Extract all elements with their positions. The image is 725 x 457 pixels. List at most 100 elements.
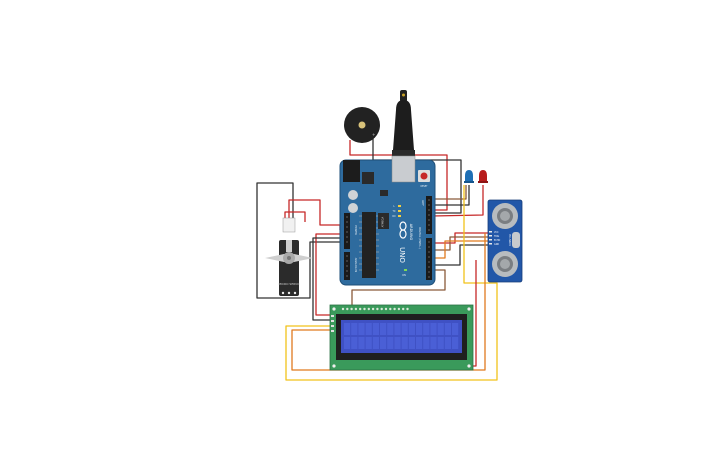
micro-servo[interactable]: MICRO SERVO [265, 217, 313, 296]
lcd-char-cell [372, 337, 379, 349]
lcd-char-cell [365, 323, 372, 335]
lcd-char-cell [344, 337, 351, 349]
analog-label: ANALOG IN [354, 258, 358, 272]
lcd-char-cell [394, 323, 401, 335]
lcd-char-cell [416, 323, 423, 335]
lcd-char-cell [358, 337, 365, 349]
wire-gnd-black-left[interactable] [312, 237, 345, 321]
capacitor-2 [348, 203, 358, 213]
lcd-char-cell [394, 337, 401, 349]
rx-label: RX [392, 215, 396, 218]
lcd-pin[interactable] [359, 307, 362, 311]
lcd-pin[interactable] [380, 307, 383, 311]
lcd-pin[interactable] [389, 307, 392, 311]
wire-piezo-red[interactable] [349, 140, 448, 211]
wires [256, 133, 498, 381]
lcd-char-cell [452, 337, 459, 349]
lcd-pin[interactable] [406, 307, 409, 311]
lcd-pin[interactable] [346, 307, 349, 311]
us-model: HC-SR04 [508, 234, 512, 246]
usb-cable[interactable] [392, 90, 415, 156]
lcd-char-cell [437, 337, 444, 349]
lcd-char-cell [380, 323, 387, 335]
atmega-chip [362, 212, 376, 278]
aref-label: AREF [421, 200, 424, 206]
power-label: POWER [354, 225, 358, 235]
lcd-char-cell [444, 337, 451, 349]
lcd-pin[interactable] [376, 307, 379, 311]
lcd-char-cell [372, 323, 379, 335]
usb-port [391, 155, 416, 183]
lcd-char-cell [380, 337, 387, 349]
lcd-char-cell [408, 323, 415, 335]
power-header [344, 213, 350, 249]
tx-label: TX [392, 210, 395, 213]
lcd-char-cell [401, 323, 408, 335]
lcd-pin[interactable] [363, 307, 366, 311]
arduino-logo [399, 221, 407, 239]
lcd-pin[interactable] [371, 307, 375, 311]
led-red[interactable] [478, 170, 488, 183]
lcd-character-grid [344, 323, 459, 349]
lcd-pin[interactable] [397, 307, 401, 311]
lcd-char-cell [423, 337, 430, 349]
wire-led-blue[interactable] [432, 185, 470, 206]
lcd-char-cell [444, 323, 451, 335]
led-blue[interactable] [464, 170, 474, 183]
wire-servo-gnd[interactable] [256, 182, 345, 299]
lcd-char-cell [423, 323, 430, 335]
wire-piezo-black[interactable] [372, 133, 462, 214]
arduino-model: UNO [398, 247, 406, 263]
svg-text:+: + [372, 132, 375, 137]
lcd-char-cell [452, 323, 459, 335]
arduino-brand: ARDUINO [409, 224, 413, 241]
lcd-pin[interactable] [341, 307, 345, 311]
lcd-pin[interactable] [367, 307, 370, 311]
lcd-char-cell [437, 323, 444, 335]
lcd-char-cell [365, 337, 372, 349]
piezo-buzzer[interactable]: + [344, 107, 380, 143]
lcd-pin[interactable] [402, 307, 405, 311]
lcd-16x2[interactable] [329, 304, 474, 371]
wire-us-echo[interactable] [432, 240, 490, 259]
wire-lcd-yellow[interactable] [285, 185, 498, 381]
wire-led-gnd[interactable] [432, 185, 467, 200]
lcd-char-cell [387, 337, 394, 349]
servo-label: MICRO SERVO [278, 282, 300, 286]
ultrasonic-sensor[interactable]: VCC TRIG ECHO GND HC-SR04 [487, 199, 523, 283]
lcd-char-cell [358, 323, 365, 335]
l-label: L [393, 205, 395, 208]
lcd-char-cell [387, 323, 394, 335]
lcd-char-cell [351, 323, 358, 335]
arduino-uno-board[interactable]: ATMEGA ARDUINO UNO DIGITAL (PWM~) POWER … [339, 155, 436, 286]
reset-label: RESET [420, 185, 428, 188]
wire-led-red[interactable] [431, 185, 484, 217]
lcd-pin[interactable] [354, 307, 358, 311]
wire-servo-vcc[interactable] [288, 199, 341, 232]
lcd-char-cell [344, 323, 351, 335]
lcd-char-cell [430, 323, 437, 335]
lcd-pin[interactable] [384, 307, 388, 311]
lcd-pin[interactable] [350, 307, 353, 311]
us-pin-echo: ECHO [494, 239, 501, 242]
lcd-char-cell [351, 337, 358, 349]
lcd-pin-header [341, 307, 409, 311]
wire-lcd-brown[interactable] [351, 269, 446, 305]
lcd-pin[interactable] [393, 307, 396, 311]
wire-lcd-orange[interactable] [291, 233, 486, 371]
wire-us-trig[interactable] [432, 236, 490, 251]
lcd-char-cell [408, 337, 415, 349]
on-label: ON [402, 274, 406, 277]
digital-label: DIGITAL (PWM~) [418, 227, 422, 249]
lcd-char-cell [416, 337, 423, 349]
wire-us-vcc[interactable] [432, 232, 490, 244]
us-pin-gnd: GND [494, 243, 499, 246]
wire-power-red-left[interactable] [315, 233, 345, 316]
wire-us-gnd[interactable] [432, 244, 490, 266]
lcd-char-cell [430, 337, 437, 349]
us-pin-trig: TRIG [494, 235, 500, 238]
digital-header-2 [426, 238, 432, 280]
power-jack [343, 160, 360, 182]
